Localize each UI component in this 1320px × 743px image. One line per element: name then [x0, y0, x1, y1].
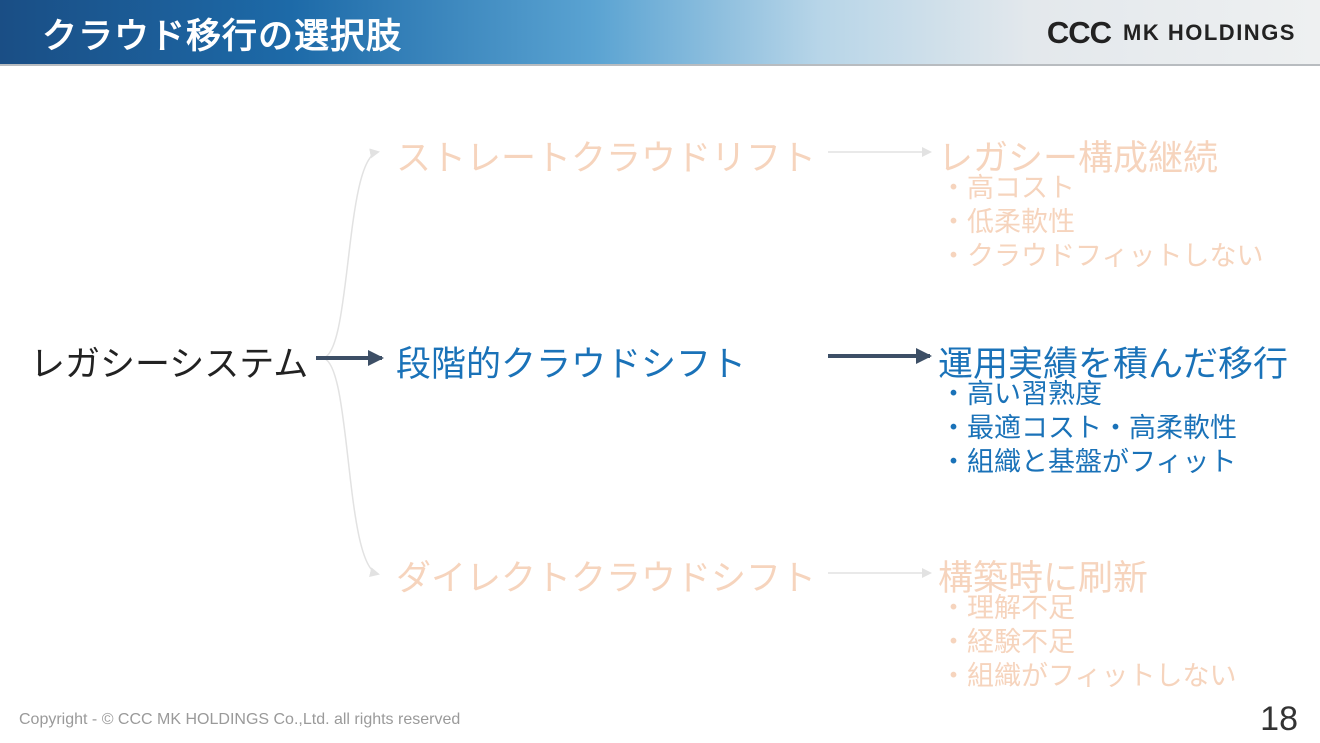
connector-lines: [316, 147, 932, 578]
bullet-item: ・経験不足: [940, 627, 1075, 658]
option-direct-shift: ダイレクトクラウドシフト: [396, 559, 817, 599]
result-legacy-continue: レガシー構成継続: [938, 139, 1219, 179]
page-title: クラウド移行の選択肢: [42, 17, 403, 57]
bullet-list-bottom: ・理解不足 ・経験不足 ・組織がフィットしない: [940, 592, 1236, 694]
bullet-item: ・理解不足: [940, 593, 1075, 624]
company-logo: CCC MK HOLDINGS: [1047, 17, 1296, 48]
option-straight-lift: ストレートクラウドリフト: [396, 139, 817, 179]
bullet-item: ・最適コスト・高柔軟性: [940, 413, 1237, 444]
logo-text: MK HOLDINGS: [1123, 19, 1296, 45]
branch-curve-bottom: [321, 357, 380, 577]
result-proven-migration: 運用実績を積んだ移行: [938, 345, 1289, 385]
bullet-item: ・クラウドフィットしない: [940, 241, 1264, 272]
branch-curve-top: [321, 148, 380, 359]
option-gradual-shift: 段階的クラウドシフト: [396, 345, 747, 385]
bullet-item: ・高い習熟度: [940, 379, 1102, 410]
logo-mark: CCC: [1046, 15, 1112, 50]
bullet-list-top: ・高コスト ・低柔軟性 ・クラウドフィットしない: [940, 172, 1263, 274]
migration-diagram: レガシーシステム ストレートクラウドリフト 段階的クラウドシフト ダイレクトクラ…: [0, 66, 1320, 706]
bullet-item: ・高コスト: [940, 173, 1075, 204]
page-number: 18: [1260, 700, 1298, 738]
legacy-system-label: レガシーシステム: [30, 345, 309, 385]
copyright-footer: Copyright - © CCC MK HOLDINGS Co.,Ltd. a…: [19, 711, 461, 728]
bullet-list-middle: ・高い習熟度 ・最適コスト・高柔軟性 ・組織と基盤がフィット: [940, 378, 1237, 480]
bullet-item: ・組織がフィットしない: [940, 661, 1237, 692]
bullet-item: ・組織と基盤がフィット: [940, 447, 1237, 478]
header-bar: クラウド移行の選択肢 CCC MK HOLDINGS: [0, 0, 1320, 66]
bullet-item: ・低柔軟性: [940, 207, 1075, 238]
result-rebuild: 構築時に刷新: [938, 559, 1149, 599]
